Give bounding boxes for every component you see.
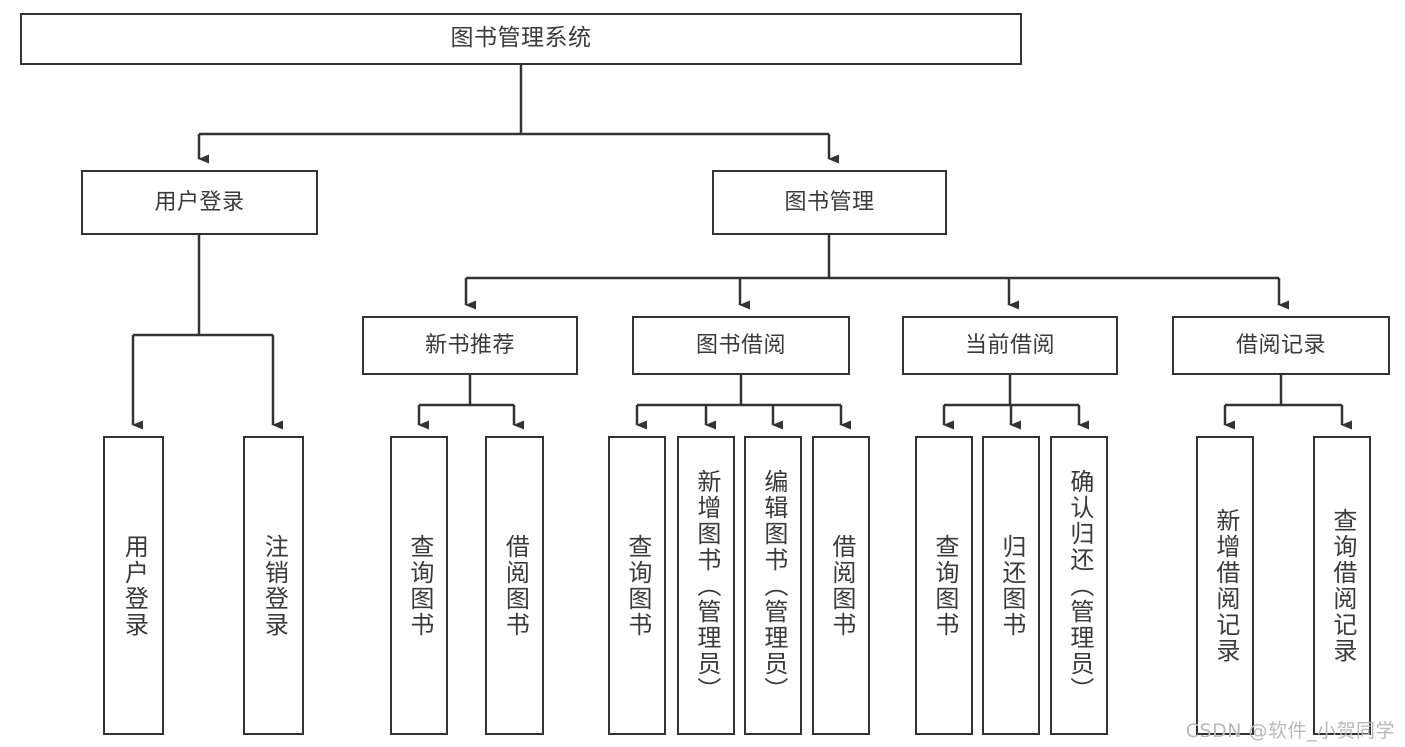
- node-leaf-query-book-rec[interactable]: 查询图书: [390, 436, 448, 735]
- node-leaf-edit-book[interactable]: 编辑图书（管理员）: [744, 436, 802, 735]
- node-leaf-user-login[interactable]: 用户登录: [103, 436, 164, 735]
- node-leaf-return-book[interactable]: 归还图书: [982, 436, 1040, 735]
- node-book-manage[interactable]: 图书管理: [712, 170, 947, 235]
- node-label: 当前借阅: [964, 332, 1055, 358]
- node-label: 查询图书: [405, 533, 434, 638]
- node-label: 用户登录: [154, 189, 245, 215]
- node-current-borrow[interactable]: 当前借阅: [902, 316, 1118, 375]
- node-label: 借阅记录: [1235, 332, 1326, 358]
- node-leaf-borrow-book[interactable]: 借阅图书: [812, 436, 870, 735]
- node-label: 借阅图书: [501, 533, 530, 638]
- node-label: 用户登录: [120, 533, 149, 638]
- node-label: 图书借阅: [695, 332, 786, 358]
- node-label: 查询借阅记录: [1328, 507, 1357, 664]
- node-label: 借阅图书: [827, 533, 856, 638]
- node-leaf-add-record[interactable]: 新增借阅记录: [1196, 436, 1254, 735]
- node-book-borrow[interactable]: 图书借阅: [632, 316, 850, 375]
- node-label: 查询图书: [623, 533, 652, 638]
- node-label: 查询图书: [930, 533, 959, 638]
- node-root[interactable]: 图书管理系统: [20, 13, 1022, 65]
- node-label: 注销登录: [260, 533, 289, 638]
- node-label: 新增借阅记录: [1211, 507, 1240, 664]
- csdn-watermark: CSDN @软件_小贺同学: [1185, 720, 1395, 742]
- node-label: 归还图书: [997, 533, 1026, 638]
- node-leaf-query-book-bor[interactable]: 查询图书: [608, 436, 666, 735]
- node-leaf-logout[interactable]: 注销登录: [243, 436, 304, 735]
- node-label: 新增图书（管理员）: [692, 468, 721, 703]
- node-label: 图书管理: [784, 189, 875, 215]
- node-leaf-add-book[interactable]: 新增图书（管理员）: [677, 436, 735, 735]
- node-new-book-recommend[interactable]: 新书推荐: [362, 316, 578, 375]
- node-leaf-confirm-return[interactable]: 确认归还（管理员）: [1050, 436, 1108, 735]
- node-label: 新书推荐: [424, 332, 515, 358]
- node-label: 图书管理系统: [450, 25, 592, 52]
- node-borrow-record[interactable]: 借阅记录: [1172, 316, 1390, 375]
- node-leaf-query-record[interactable]: 查询借阅记录: [1313, 436, 1371, 735]
- node-leaf-query-book-cur[interactable]: 查询图书: [915, 436, 973, 735]
- node-leaf-borrow-book-rec[interactable]: 借阅图书: [485, 436, 544, 735]
- node-label: 编辑图书（管理员）: [759, 468, 788, 703]
- node-user-login[interactable]: 用户登录: [81, 170, 318, 235]
- node-label: 确认归还（管理员）: [1065, 468, 1094, 703]
